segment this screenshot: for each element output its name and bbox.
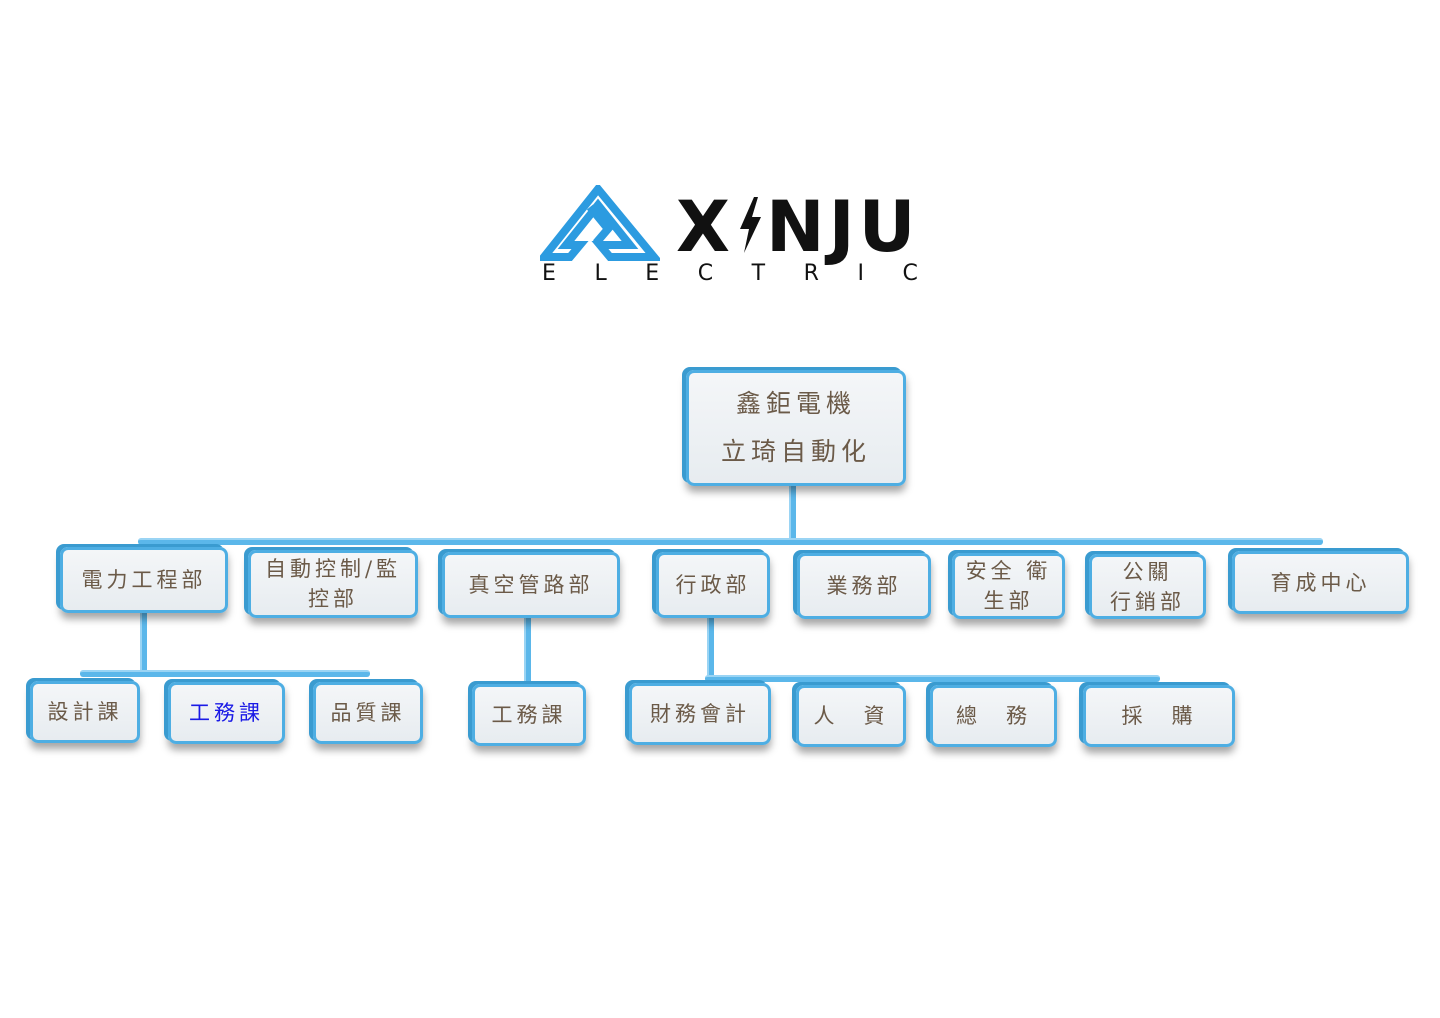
connector-admin-bus (705, 675, 1160, 682)
dept-label: 安全 衛 (965, 559, 1052, 583)
logo-wordmark: X NJU (676, 187, 919, 267)
dept-label: 控部 (308, 587, 358, 611)
dept-vacuum-piping: 真空管路部 (442, 552, 620, 618)
dept-label: 真空管路部 (468, 573, 594, 597)
dept-label: 行銷部 (1110, 589, 1185, 614)
section-label: 財務會計 (650, 702, 750, 726)
logo-subtitle-letter: I (857, 261, 864, 286)
section-design: 設計課 (30, 681, 140, 743)
dept-label: 公關 (1122, 559, 1173, 584)
lightning-bolt-icon (739, 197, 761, 253)
section-finance-accounting: 財務會計 (629, 683, 771, 745)
section-engineering-works: 工務課 (168, 682, 285, 744)
section-label: 總 務 (956, 704, 1031, 728)
section-label: 採 購 (1121, 704, 1197, 728)
connector-power-bus (80, 670, 370, 677)
section-label: 人 資 (813, 704, 889, 728)
dept-label: 行政部 (675, 573, 751, 597)
dept-label: 電力工程部 (81, 568, 207, 592)
logo-subtitle: E L E C T R I C (540, 261, 920, 286)
dept-label: 生部 (983, 589, 1034, 613)
dept-power-engineering: 電力工程部 (60, 547, 228, 613)
dept-label: 育成中心 (1270, 570, 1371, 595)
dept-public-relations-marketing: 公關 行銷部 (1089, 554, 1206, 619)
section-vacuum-works: 工務課 (472, 684, 586, 746)
connector-vacuum-down (524, 615, 531, 683)
section-general-affairs: 總 務 (930, 685, 1057, 747)
dept-label: 自動控制/監 (264, 557, 402, 581)
logo-subtitle-letter: R (803, 261, 819, 286)
logo-subtitle-letter: C (902, 261, 918, 286)
dept-administration: 行政部 (656, 552, 770, 618)
dept-automation-control: 自動控制/監 控部 (248, 550, 418, 618)
dept-sales: 業務部 (797, 553, 931, 619)
company-logo: X NJU E L E C T R I C (540, 185, 920, 295)
section-quality: 品質課 (313, 682, 423, 744)
logo-subtitle-letter: E (645, 261, 660, 286)
root-line-1: 鑫鉅電機 (735, 389, 856, 418)
logo-letter-x: X (676, 186, 734, 268)
connector-root-down (789, 484, 796, 544)
logo-letters-nju: NJU (765, 186, 920, 268)
connector-power-down (140, 612, 147, 674)
section-label: 工務課 (491, 703, 567, 727)
logo-subtitle-letter: T (751, 261, 766, 286)
section-procurement: 採 購 (1083, 685, 1235, 747)
connector-admin-down (707, 618, 714, 680)
section-label: 設計課 (47, 700, 123, 724)
connector-dept-bus (138, 538, 1323, 545)
section-human-resources: 人 資 (796, 685, 906, 747)
root-line-2: 立琦自動化 (720, 437, 871, 466)
dept-label: 業務部 (826, 574, 902, 598)
dept-incubation-center: 育成中心 (1232, 551, 1409, 614)
logo-subtitle-letter: L (594, 261, 607, 286)
triangle-logo-icon (540, 185, 660, 261)
dept-safety-health: 安全 衛 生部 (952, 553, 1065, 619)
org-node-root: 鑫鉅電機 立琦自動化 (686, 370, 906, 486)
section-label-highlighted: 工務課 (189, 701, 264, 725)
logo-subtitle-letter: C (697, 261, 714, 286)
logo-subtitle-letter: E (542, 261, 556, 286)
section-label: 品質課 (330, 701, 406, 725)
